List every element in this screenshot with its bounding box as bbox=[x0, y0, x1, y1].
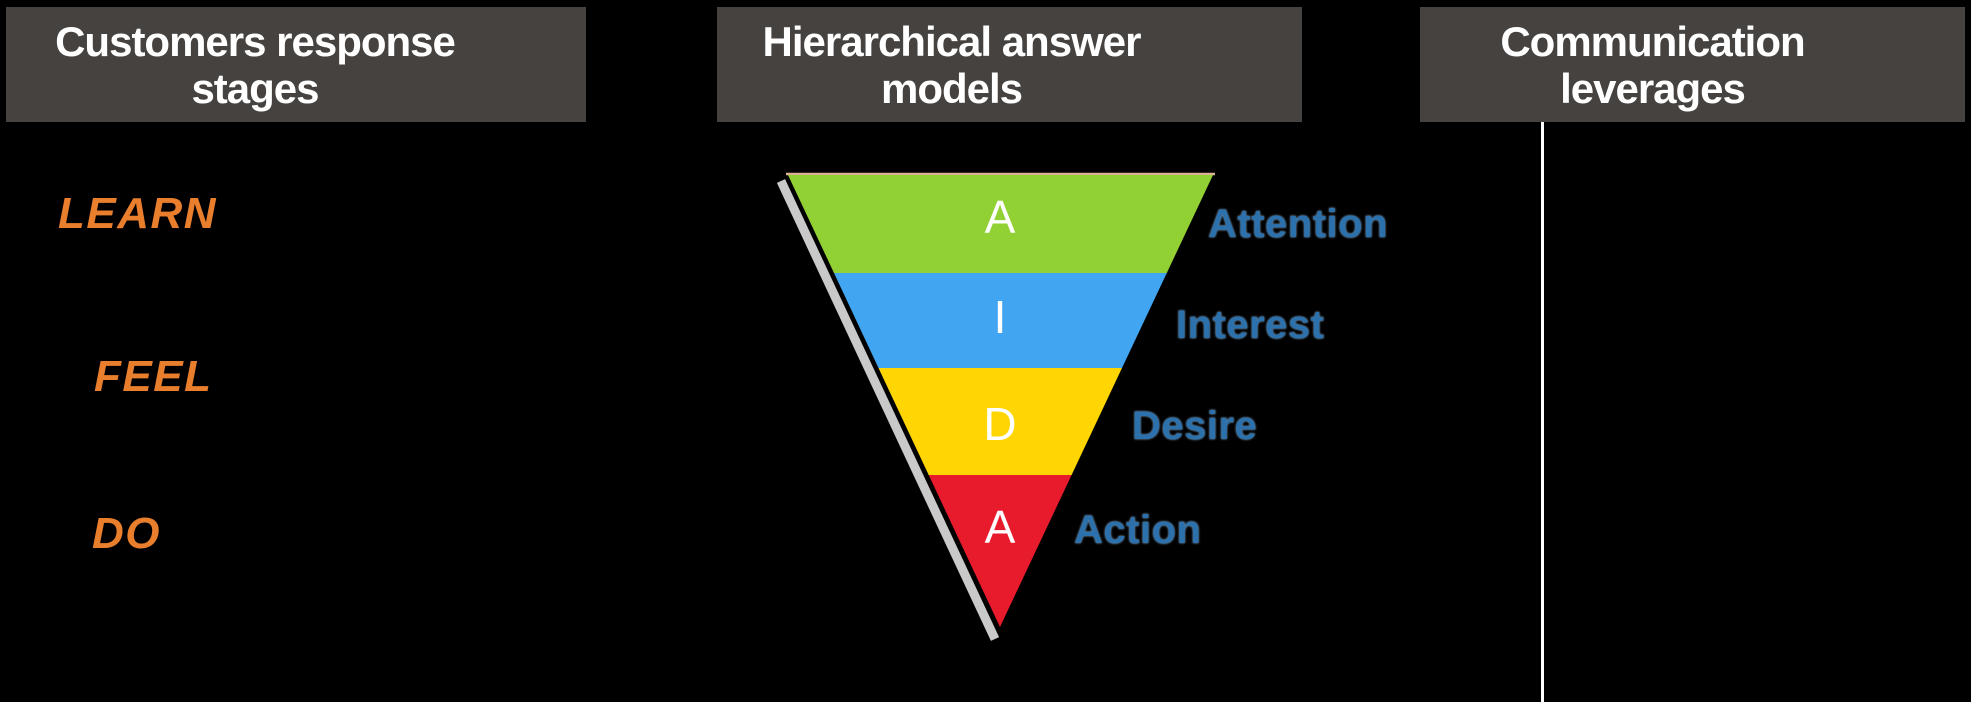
funnel-segment-interest bbox=[834, 273, 1167, 368]
column-header-customers-response-stages: Customers response stages bbox=[6, 7, 586, 122]
funnel-label-action: Action bbox=[1074, 508, 1202, 552]
header-line: Communication bbox=[1500, 17, 1805, 65]
header-line: models bbox=[880, 64, 1023, 112]
aida-funnel-diagram: A I D A bbox=[776, 172, 1215, 641]
funnel-segment-action bbox=[928, 475, 1072, 627]
funnel-letter-i: I bbox=[994, 291, 1007, 343]
header-line: Customers response bbox=[55, 17, 456, 65]
funnel-label-interest: Interest bbox=[1176, 303, 1325, 347]
funnel-letter-d: D bbox=[983, 398, 1016, 450]
communication-column-divider-line bbox=[1541, 122, 1544, 702]
header-line: Hierarchical answer bbox=[762, 17, 1142, 65]
header-line: stages bbox=[191, 64, 319, 112]
funnel-label-attention: Attention bbox=[1208, 202, 1389, 246]
funnel-segment-attention bbox=[788, 175, 1213, 273]
stage-label-learn: LEARN bbox=[58, 189, 218, 238]
funnel-letter-a2: A bbox=[985, 501, 1016, 553]
header-line: leverages bbox=[1560, 64, 1746, 112]
funnel-letter-a1: A bbox=[985, 191, 1016, 243]
funnel-shadow bbox=[776, 179, 1000, 641]
stage-label-feel: FEEL bbox=[94, 352, 213, 401]
funnel-label-desire: Desire bbox=[1132, 404, 1258, 448]
column-header-hierarchical-answer-models: Hierarchical answer models bbox=[717, 7, 1302, 122]
column-header-communication-leverages: Communication leverages bbox=[1420, 7, 1965, 122]
funnel-segment-desire bbox=[878, 368, 1122, 475]
stage-label-do: DO bbox=[92, 509, 161, 558]
